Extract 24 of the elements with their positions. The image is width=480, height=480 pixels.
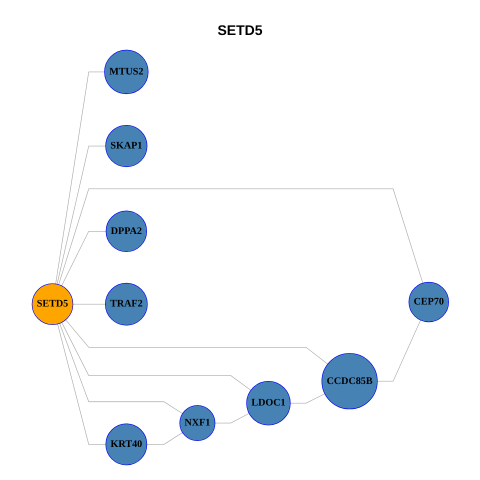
node-circle: CEP70 bbox=[408, 281, 449, 322]
node-circle: DPPA2 bbox=[105, 210, 147, 252]
connector bbox=[58, 322, 182, 414]
connector bbox=[56, 145, 106, 284]
connector bbox=[72, 303, 106, 304]
node-circle: LDOC1 bbox=[246, 380, 290, 425]
node-circle: MTUS2 bbox=[104, 49, 148, 94]
connector bbox=[376, 319, 421, 382]
node-circle: NXF1 bbox=[179, 404, 215, 441]
connector bbox=[146, 432, 182, 444]
connector bbox=[60, 230, 106, 286]
connector bbox=[58, 188, 423, 284]
node-circle: TRAF2 bbox=[104, 282, 148, 326]
node-circle: SKAP1 bbox=[104, 124, 148, 167]
connector bbox=[56, 323, 106, 444]
chart-title: SETD5 bbox=[216, 22, 264, 40]
connector bbox=[214, 412, 250, 423]
node-circle: CCDC85B bbox=[321, 352, 378, 409]
node-circle: SETD5 bbox=[31, 282, 73, 324]
connector bbox=[61, 322, 251, 390]
connector bbox=[290, 392, 325, 404]
connector bbox=[54, 71, 104, 284]
connector bbox=[64, 319, 328, 364]
node-circle: KRT40 bbox=[105, 423, 147, 465]
